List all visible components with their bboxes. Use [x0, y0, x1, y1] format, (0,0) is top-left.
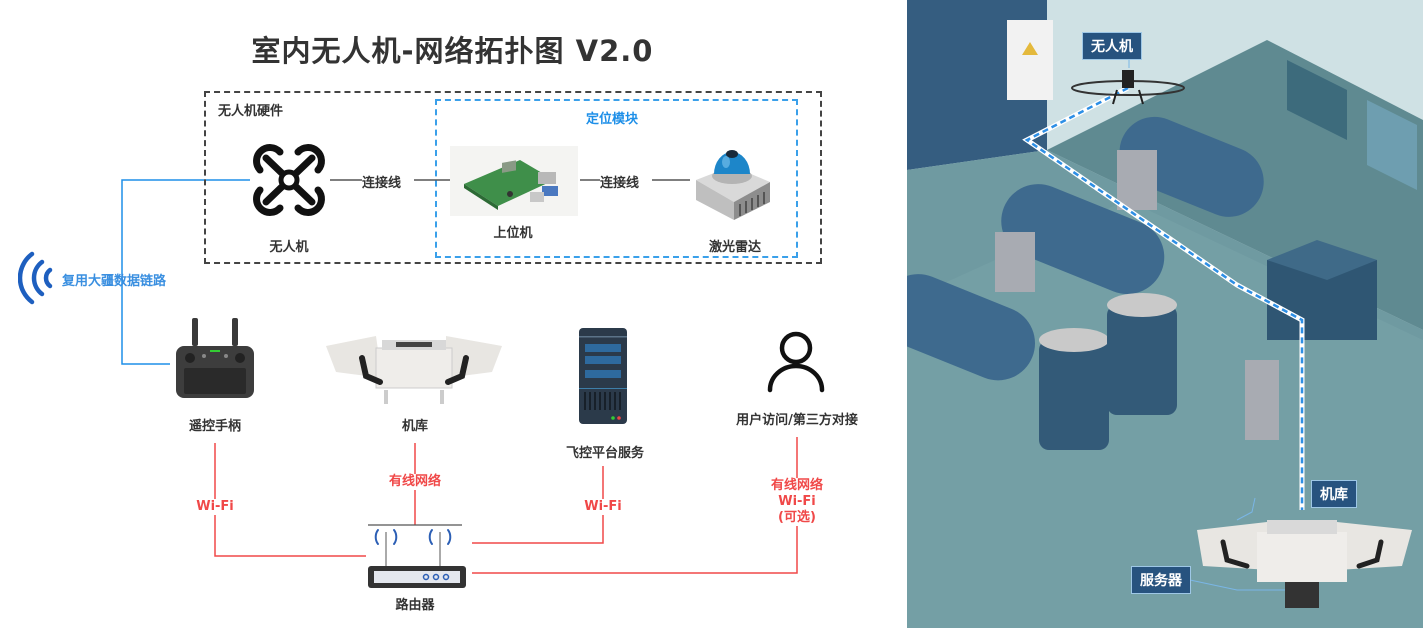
dji-link-line	[121, 179, 250, 365]
user-link-line-3: (可选)	[778, 510, 816, 525]
factory-scene: 无人机 机库 服务器	[907, 0, 1423, 628]
connection-label-1: 连接线	[362, 172, 402, 191]
hangar-link-label: 有线网络	[380, 474, 450, 490]
drone-icon	[253, 144, 325, 216]
wireless-signal-icon	[17, 251, 53, 305]
diagram-title: 室内无人机-网络拓扑图 V2.0	[251, 34, 654, 68]
user-link-label: 有线网络 Wi-Fi (可选)	[762, 478, 832, 526]
remote-link-label: Wi-Fi	[193, 499, 237, 515]
server-icon	[579, 328, 627, 424]
remote-label: 遥控手柄	[188, 419, 241, 434]
user-icon	[767, 331, 825, 393]
lidar-node	[690, 132, 774, 224]
dji-link-node	[17, 248, 56, 312]
scene-drone	[1071, 70, 1185, 105]
remote-node	[172, 318, 258, 404]
scene-tag-hangar: 机库	[1311, 480, 1357, 508]
connection-label-2: 连接线	[600, 172, 640, 191]
host-label: 上位机	[493, 226, 533, 241]
remote-router-line	[214, 443, 366, 557]
server-node	[579, 328, 627, 428]
user-link-line-2: Wi-Fi	[778, 494, 816, 509]
scene-tag-drone: 无人机	[1082, 32, 1142, 60]
router-icon	[368, 529, 466, 588]
user-node	[766, 330, 826, 398]
remote-controller-icon	[176, 318, 254, 398]
router-node	[368, 526, 468, 592]
factory-illustration	[907, 0, 1423, 628]
hardware-group-label: 无人机硬件	[218, 104, 284, 119]
drone-node	[250, 140, 328, 224]
positioning-module-box	[435, 99, 798, 258]
hangar-icon	[326, 336, 502, 404]
hardware-group-box	[204, 91, 822, 264]
user-label: 用户访问/第三方对接	[736, 413, 858, 428]
lidar-label: 激光雷达	[708, 240, 761, 255]
server-link-label: Wi-Fi	[580, 499, 626, 515]
host-node	[450, 146, 578, 220]
server-label: 飞控平台服务	[565, 446, 644, 461]
raspberry-pi-board-icon	[450, 146, 578, 216]
user-link-line-1: 有线网络	[770, 478, 823, 493]
positioning-module-label: 定位模块	[586, 112, 639, 127]
hangar-node	[326, 324, 502, 414]
router-label: 路由器	[395, 598, 435, 613]
drone-label: 无人机	[269, 240, 309, 255]
hangar-label: 机库	[401, 419, 428, 434]
dji-link-label: 复用大疆数据链路	[62, 274, 167, 289]
scene-tag-server: 服务器	[1131, 566, 1191, 594]
server-router-line	[472, 466, 604, 544]
lidar-sensor-icon	[696, 150, 770, 220]
